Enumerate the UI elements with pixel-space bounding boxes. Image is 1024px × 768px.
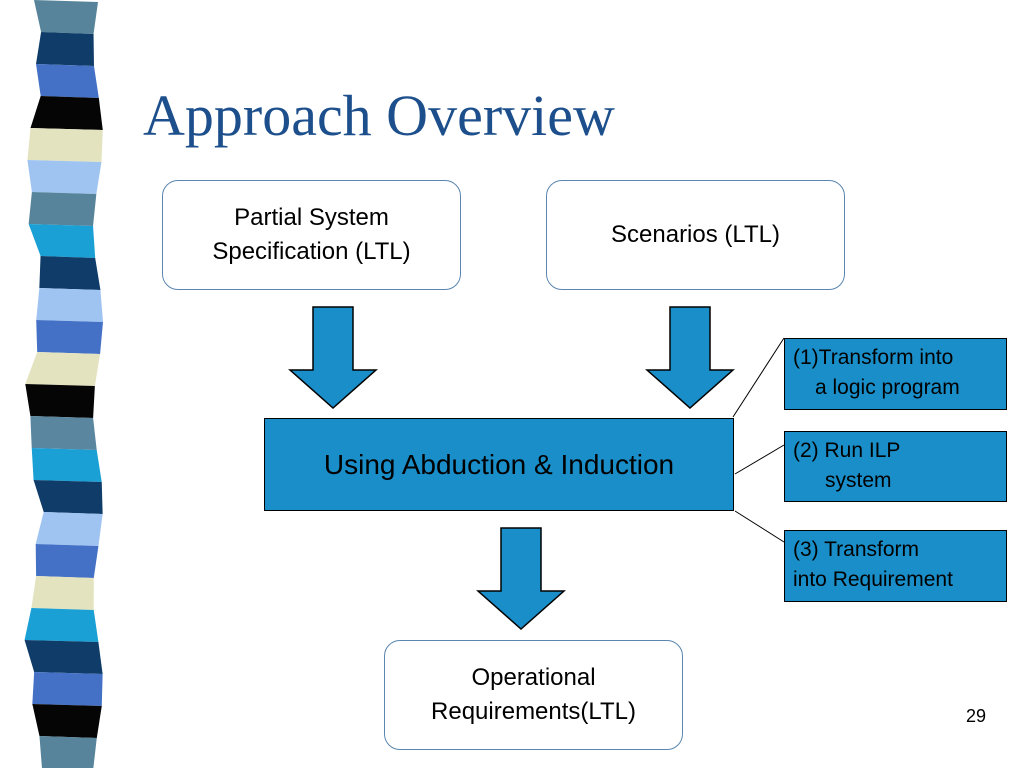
partial-specification-box: Partial System Specification (LTL) (162, 180, 461, 290)
decorative-stripe (0, 0, 120, 768)
stripe-segment (27, 160, 102, 194)
stripe-segment (31, 448, 102, 482)
slide-title: Approach Overview (143, 83, 615, 148)
step-3-line-2: into Requirement (793, 568, 953, 591)
stripe-segment (35, 512, 103, 546)
step-1-line-2: a logic program (815, 376, 960, 399)
step-1-box: (1)Transform into a logic program (784, 338, 1007, 410)
stripe-segment (35, 544, 99, 578)
stripe-segment (39, 256, 101, 290)
stripe-segment (36, 64, 99, 98)
stripe-segment (33, 480, 103, 514)
stripe-segment (30, 96, 103, 130)
stripe-segment (36, 32, 94, 66)
stripe-segment (36, 320, 103, 354)
stripe-segment (34, 0, 98, 34)
step-2-box: (2) Run ILP system (784, 431, 1007, 502)
down-arrow-output (476, 527, 566, 631)
stripe-segment (32, 672, 103, 706)
step-2-line-1: (2) Run ILP (793, 439, 901, 462)
page-number: 29 (966, 706, 987, 726)
scenarios-label: Scenarios (LTL) (611, 221, 780, 248)
partial-specification-line-2: Specification (LTL) (212, 238, 411, 265)
down-arrow-scenarios (645, 306, 735, 410)
stripe-segment (24, 608, 99, 642)
stripe-segment (25, 384, 95, 418)
step-2-line-2: system (825, 469, 892, 492)
stripe-segment (30, 416, 97, 450)
step-1-line-1: (1)Transform into (793, 346, 954, 369)
stripe-segment (31, 576, 94, 610)
partial-specification-line-1: Partial System (234, 204, 389, 231)
stripe-segment (36, 288, 103, 322)
stripe-segment (24, 640, 103, 674)
operational-requirements-line-1: Operational (471, 664, 596, 691)
operational-requirements-line-2: Requirements(LTL) (431, 698, 636, 725)
abduction-induction-label: Using Abduction & Induction (323, 448, 675, 480)
scenarios-box: Scenarios (LTL) (546, 180, 845, 290)
stripe-segment (28, 192, 97, 226)
stripe-segment (28, 224, 96, 258)
stripe-segment (32, 704, 102, 738)
step-3-box: (3) Transform into Requirement (784, 530, 1007, 602)
step-3-line-1: (3) Transform (793, 538, 920, 561)
stripe-segment (27, 128, 103, 162)
operational-requirements-box: Operational Requirements(LTL) (384, 640, 683, 750)
stripe-segment (25, 352, 101, 386)
stripe-segment (39, 736, 97, 768)
abduction-induction-box: Using Abduction & Induction (264, 418, 734, 511)
down-arrow-specification (288, 306, 378, 410)
